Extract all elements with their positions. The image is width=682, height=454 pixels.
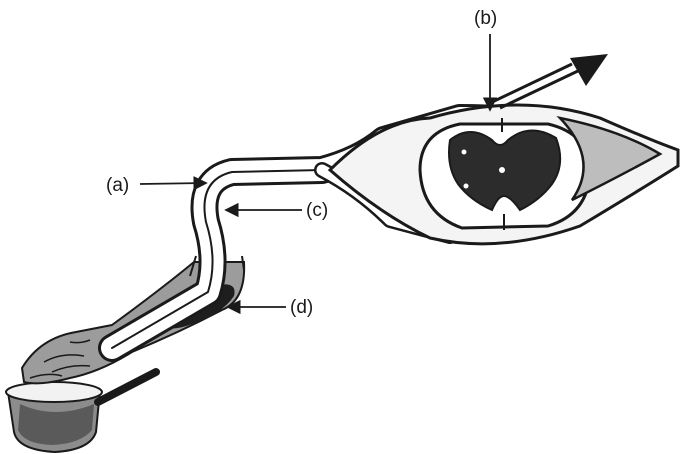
neuron-body bbox=[462, 150, 467, 155]
label-a: (a) bbox=[106, 175, 129, 196]
label-c: (c) bbox=[306, 200, 328, 221]
neuron-body bbox=[464, 184, 469, 189]
label-b: (b) bbox=[474, 8, 497, 29]
leader-line-a bbox=[140, 183, 206, 184]
ascending-arrow-icon bbox=[488, 54, 608, 108]
label-d: (d) bbox=[290, 297, 313, 318]
saucepan-icon bbox=[6, 372, 156, 452]
central-canal bbox=[499, 167, 505, 173]
